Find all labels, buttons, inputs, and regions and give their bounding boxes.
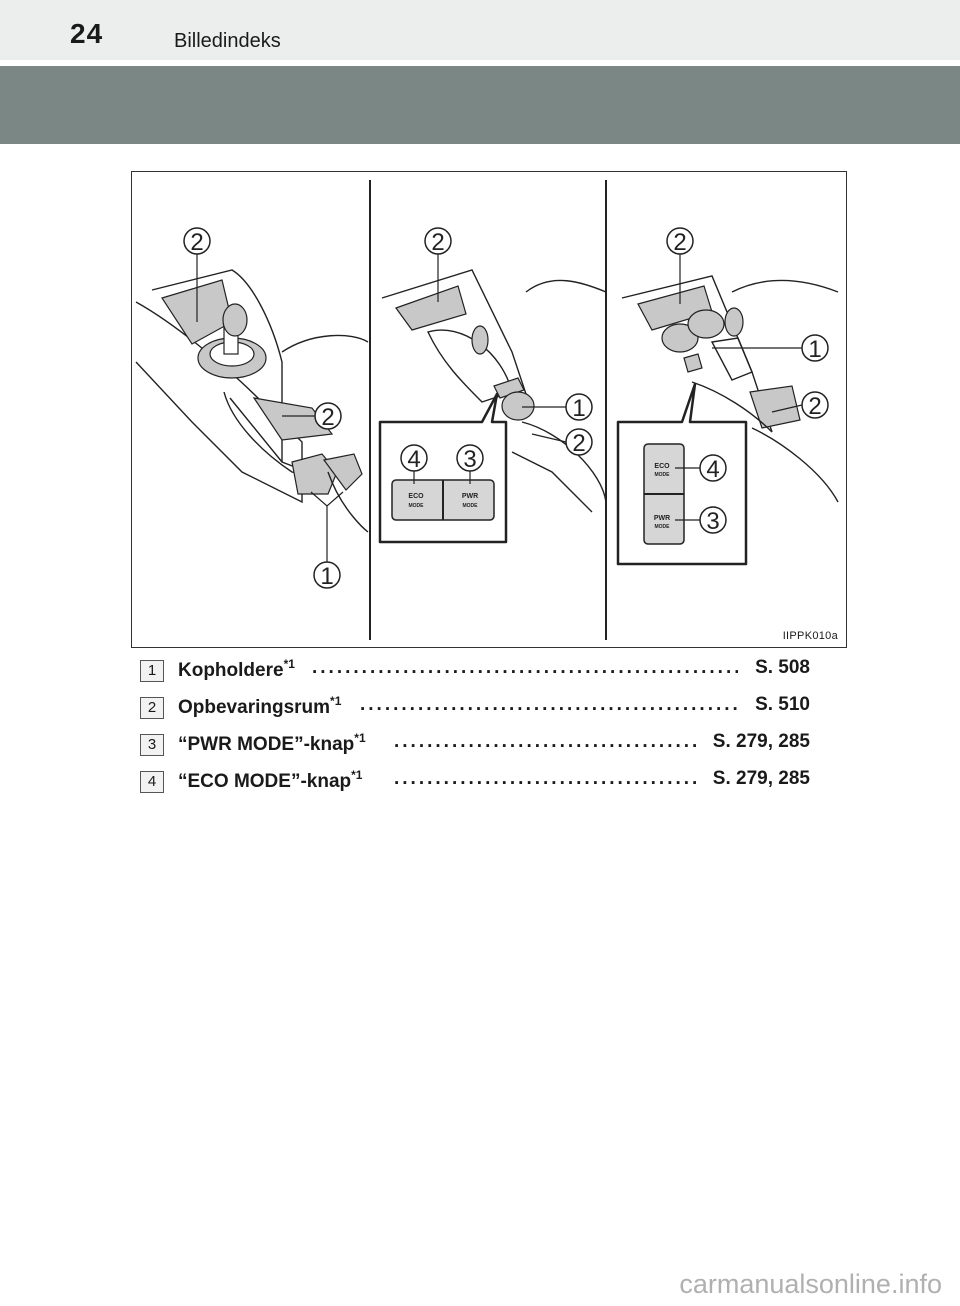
- callout-label: 1: [808, 336, 821, 363]
- legend-list: 1 Kopholdere*1 .........................…: [140, 655, 820, 803]
- illustration-drawing: 2 2 1 ECO MODE PWR MODE: [135, 180, 839, 640]
- page-header: 24 Billedindeks: [0, 0, 960, 60]
- panel-right-inset: ECO MODE PWR MODE: [616, 382, 748, 566]
- callout-label: 2: [321, 404, 334, 431]
- legend-label: “PWR MODE”-knap*1: [178, 731, 366, 755]
- dot-leader: ........................................…: [360, 694, 738, 715]
- eco-button-label: ECO: [654, 463, 670, 470]
- callout-label: 3: [463, 446, 476, 473]
- callout-label: 2: [190, 229, 203, 256]
- callout-label: 3: [706, 508, 719, 535]
- callout-label: 2: [572, 430, 585, 457]
- dot-leader: ........................................…: [312, 657, 738, 678]
- page-reference[interactable]: S. 510: [755, 694, 810, 715]
- panel-left-callouts: 2 2 1: [183, 227, 344, 590]
- eco-button-sublabel: MODE: [409, 503, 425, 509]
- callout-label: 2: [808, 393, 821, 420]
- pwr-button-label: PWR: [654, 515, 670, 522]
- section-title: Billedindeks: [174, 30, 281, 52]
- legend-number: 4: [140, 771, 164, 793]
- legend-number: 2: [140, 697, 164, 719]
- console-illustration: 2 2 1 ECO MODE PWR MODE: [131, 171, 847, 648]
- legend-label: Kopholdere*1: [178, 657, 295, 681]
- page-reference[interactable]: S. 279, 285: [712, 768, 810, 789]
- legend-number: 3: [140, 734, 164, 756]
- panel-middle-drawing: [381, 269, 607, 513]
- callout-label: 2: [431, 229, 444, 256]
- dot-leader: ........................................…: [394, 768, 696, 789]
- callout-label: 2: [673, 229, 686, 256]
- panel-right-callouts: 2 1 2 4 3: [666, 227, 829, 535]
- callout-label: 4: [407, 446, 420, 473]
- page-reference[interactable]: S. 279, 285: [712, 731, 810, 752]
- legend-number: 1: [140, 660, 164, 682]
- panel-right-drawing: [621, 275, 839, 503]
- panel-middle-callouts: 2 1 2 4 3: [400, 227, 593, 484]
- page-reference[interactable]: S. 508: [755, 657, 810, 678]
- panel-middle-inset: ECO MODE PWR MODE: [378, 392, 508, 544]
- pwr-button-label: PWR: [462, 493, 478, 500]
- legend-item-eco-mode: 4 “ECO MODE”-knap*1 ....................…: [140, 766, 820, 803]
- legend-label: Opbevaringsrum*1: [178, 694, 342, 718]
- legend-item-cup-holders: 1 Kopholdere*1 .........................…: [140, 655, 820, 692]
- legend-item-pwr-mode: 3 “PWR MODE”-knap*1 ....................…: [140, 729, 820, 766]
- pwr-button-sublabel: MODE: [655, 524, 671, 530]
- figure-code: IIPPK010a: [782, 630, 838, 642]
- dot-leader: ........................................…: [394, 731, 696, 752]
- callout-label: 4: [706, 456, 719, 483]
- legend-label: “ECO MODE”-knap*1: [178, 768, 363, 792]
- pwr-button-sublabel: MODE: [463, 503, 479, 509]
- header-band: [0, 66, 960, 144]
- eco-button-label: ECO: [408, 493, 424, 500]
- watermark: carmanualsonline.info: [679, 1269, 942, 1299]
- callout-label: 1: [320, 563, 333, 590]
- page-number: 24: [70, 18, 104, 49]
- legend-item-storage: 2 Opbevaringsrum*1 .....................…: [140, 692, 820, 729]
- eco-button-sublabel: MODE: [655, 472, 671, 478]
- panel-left-drawing: [135, 269, 369, 533]
- callout-label: 1: [572, 395, 585, 422]
